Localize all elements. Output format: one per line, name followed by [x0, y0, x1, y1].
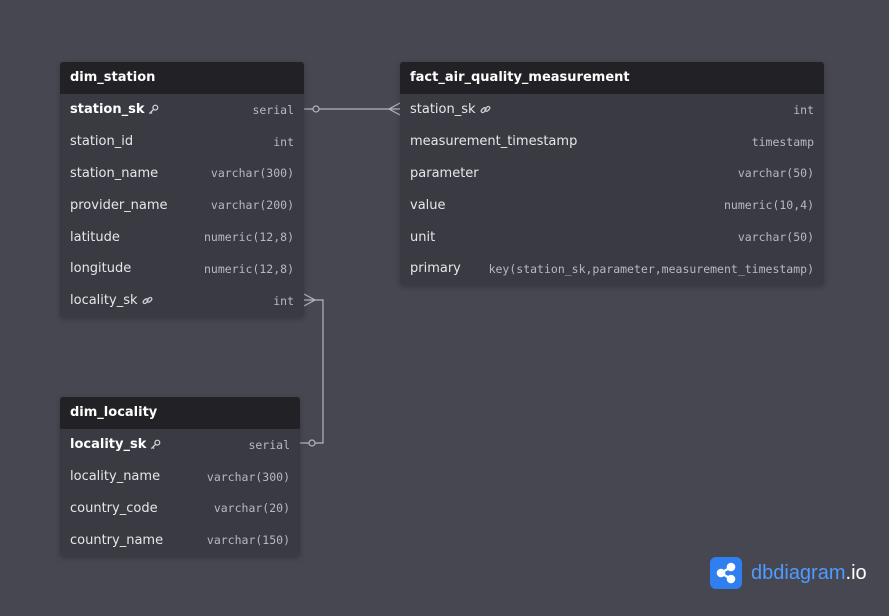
field-type: varchar(20) — [213, 501, 290, 516]
field-name: provider_name — [70, 198, 168, 213]
field-row[interactable]: station_sk serial — [60, 94, 304, 126]
field-type: key(station_sk,parameter,measurement_tim… — [488, 261, 814, 276]
field-name: parameter — [410, 166, 479, 181]
field-name-text: unit — [410, 229, 436, 245]
field-type: varchar(50) — [737, 230, 814, 245]
field-name-text: station_id — [70, 134, 134, 150]
field-name-text: country_name — [70, 532, 164, 548]
table-dim-locality[interactable]: dim_locality locality_sk serial locality_n… — [60, 397, 300, 557]
field-name: station_sk — [410, 102, 491, 117]
field-name: station_sk — [70, 102, 159, 117]
field-name: longitude — [70, 261, 131, 276]
field-name-text: provider_name — [70, 197, 168, 213]
field-name: locality_sk — [70, 437, 161, 452]
field-type: varchar(300) — [210, 166, 294, 181]
field-type: varchar(300) — [206, 469, 290, 484]
field-row[interactable]: country_name varchar(150) — [60, 524, 300, 556]
field-row[interactable]: primary key(station_sk,parameter,measurem… — [400, 253, 824, 285]
field-name-text: station_sk — [70, 102, 145, 118]
table-header[interactable]: fact_air_quality_measurement — [400, 62, 824, 94]
field-type: int — [793, 102, 814, 117]
link-icon — [480, 104, 491, 115]
field-name-text: station_sk — [410, 102, 476, 118]
field-type: int — [273, 134, 294, 149]
field-name-text: value — [410, 197, 446, 213]
field-type: numeric(12,8) — [203, 261, 294, 276]
field-row[interactable]: locality_name varchar(300) — [60, 461, 300, 493]
field-type: int — [273, 293, 294, 308]
key-icon — [148, 104, 159, 115]
field-row[interactable]: locality_sk serial — [60, 429, 300, 461]
table-fields: station_sk int measurement_timestamp timest… — [400, 94, 824, 285]
field-row[interactable]: value numeric(10,4) — [400, 189, 824, 221]
field-type: serial — [248, 437, 290, 452]
key-icon — [150, 439, 161, 450]
field-row[interactable]: station_name varchar(300) — [60, 158, 304, 190]
table-fields: locality_sk serial locality_name varchar(30… — [60, 429, 300, 556]
relationship-station[interactable] — [304, 102, 401, 116]
field-name: country_code — [70, 501, 158, 516]
field-name-text: station_name — [70, 165, 159, 181]
field-name: unit — [410, 230, 435, 245]
field-row[interactable]: unit varchar(50) — [400, 221, 824, 253]
field-row[interactable]: provider_name varchar(200) — [60, 189, 304, 221]
field-name: locality_name — [70, 469, 160, 484]
field-type: varchar(200) — [210, 198, 294, 213]
field-name: locality_sk — [70, 293, 153, 308]
field-type: timestamp — [751, 134, 814, 149]
field-type: varchar(150) — [206, 533, 290, 548]
field-name-text: primary — [410, 261, 461, 277]
field-name-text: longitude — [70, 261, 132, 277]
field-type: varchar(50) — [737, 166, 814, 181]
field-name: station_id — [70, 134, 133, 149]
field-name: country_name — [70, 533, 163, 548]
table-header[interactable]: dim_locality — [60, 397, 300, 429]
field-name: value — [410, 198, 446, 213]
link-icon — [142, 295, 153, 306]
field-row[interactable]: locality_sk int — [60, 285, 304, 317]
field-row[interactable]: country_code varchar(20) — [60, 493, 300, 525]
field-name: station_name — [70, 166, 158, 181]
relationship-locality[interactable] — [300, 293, 324, 447]
field-row[interactable]: longitude numeric(12,8) — [60, 253, 304, 285]
field-name: primary — [410, 261, 461, 276]
field-name-text: locality_name — [70, 469, 161, 485]
field-row[interactable]: latitude numeric(12,8) — [60, 221, 304, 253]
brand-name: dbdiagram.io — [751, 561, 867, 584]
share-nodes-icon — [710, 557, 742, 589]
field-row[interactable]: parameter varchar(50) — [400, 158, 824, 190]
table-header[interactable]: dim_station — [60, 62, 304, 94]
field-row[interactable]: station_sk int — [400, 94, 824, 126]
field-name-text: latitude — [70, 229, 120, 245]
field-name: measurement_timestamp — [410, 134, 577, 149]
field-name-text: locality_sk — [70, 437, 147, 453]
table-fact-air-quality-measurement[interactable]: fact_air_quality_measurement station_sk i… — [400, 62, 824, 285]
field-row[interactable]: measurement_timestamp timestamp — [400, 126, 824, 158]
brand-logo[interactable]: dbdiagram.io — [710, 557, 867, 589]
field-name-text: measurement_timestamp — [410, 134, 578, 150]
field-type: numeric(10,4) — [723, 198, 814, 213]
field-row[interactable]: station_id int — [60, 126, 304, 158]
field-name-text: country_code — [70, 500, 158, 516]
field-name-text: locality_sk — [70, 293, 138, 309]
field-type: numeric(12,8) — [203, 230, 294, 245]
field-type: serial — [252, 102, 294, 117]
field-name: latitude — [70, 230, 120, 245]
field-name-text: parameter — [410, 165, 479, 181]
